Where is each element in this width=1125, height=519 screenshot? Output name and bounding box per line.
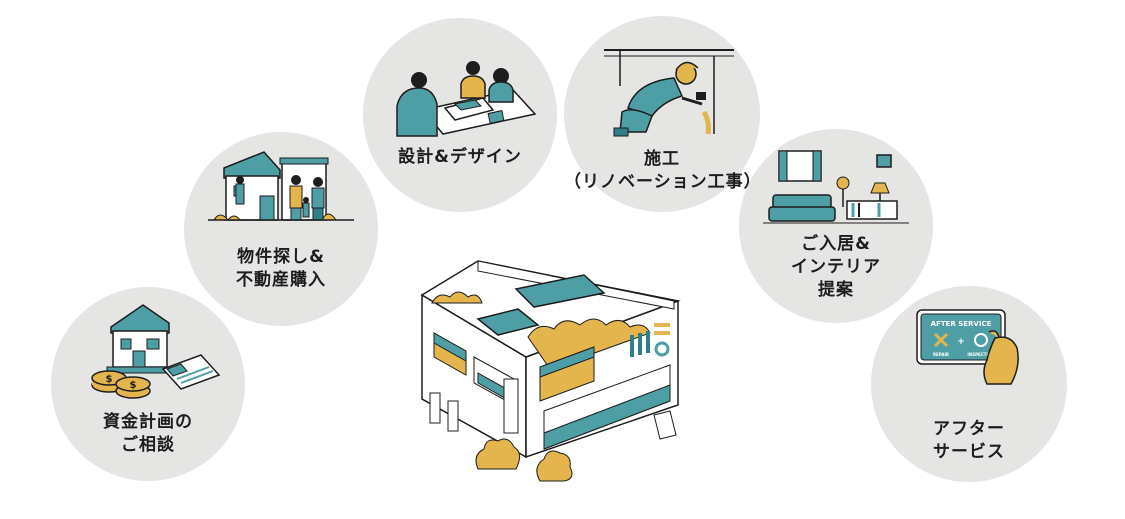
renovation-building-illustration	[420, 260, 681, 482]
step-construction-label: 施工 （リノベーション工事）	[564, 149, 762, 192]
step-after: AFTER SERVICE + REPAIR INSPECTION アフター サ…	[871, 286, 1067, 482]
house-coins-calculator-icon: $ $	[91, 304, 221, 399]
card-repair: REPAIR	[933, 352, 949, 357]
step-property-label: 物件探し& 不動産購入	[236, 247, 326, 290]
meeting-model-icon	[396, 61, 537, 137]
step-construction: 施工 （リノベーション工事）	[564, 16, 762, 212]
card-plus: +	[957, 337, 965, 347]
service-card-icon: AFTER SERVICE + REPAIR INSPECTION	[916, 309, 1019, 385]
card-inspection: INSPECTION	[967, 352, 994, 357]
step-funding-label: 資金計画の ご相談	[103, 412, 193, 455]
living-room-icon	[763, 150, 909, 224]
svg-text:$: $	[130, 380, 137, 391]
step-interior: ご入居& インテリア 提案	[739, 129, 933, 323]
step-funding: $ $ 資金計画の ご相談	[51, 287, 245, 481]
family-house-icon	[208, 151, 354, 221]
card-title: AFTER SERVICE	[931, 320, 992, 328]
step-interior-label: ご入居& インテリア 提案	[791, 234, 881, 300]
step-design-label: 設計&デザイン	[398, 147, 522, 167]
worker-hammer-icon	[604, 49, 734, 137]
svg-text:$: $	[106, 374, 113, 385]
step-property: 物件探し& 不動産購入	[184, 132, 378, 326]
step-after-label: アフター サービス	[933, 419, 1005, 462]
step-design: 設計&デザイン	[363, 18, 557, 212]
